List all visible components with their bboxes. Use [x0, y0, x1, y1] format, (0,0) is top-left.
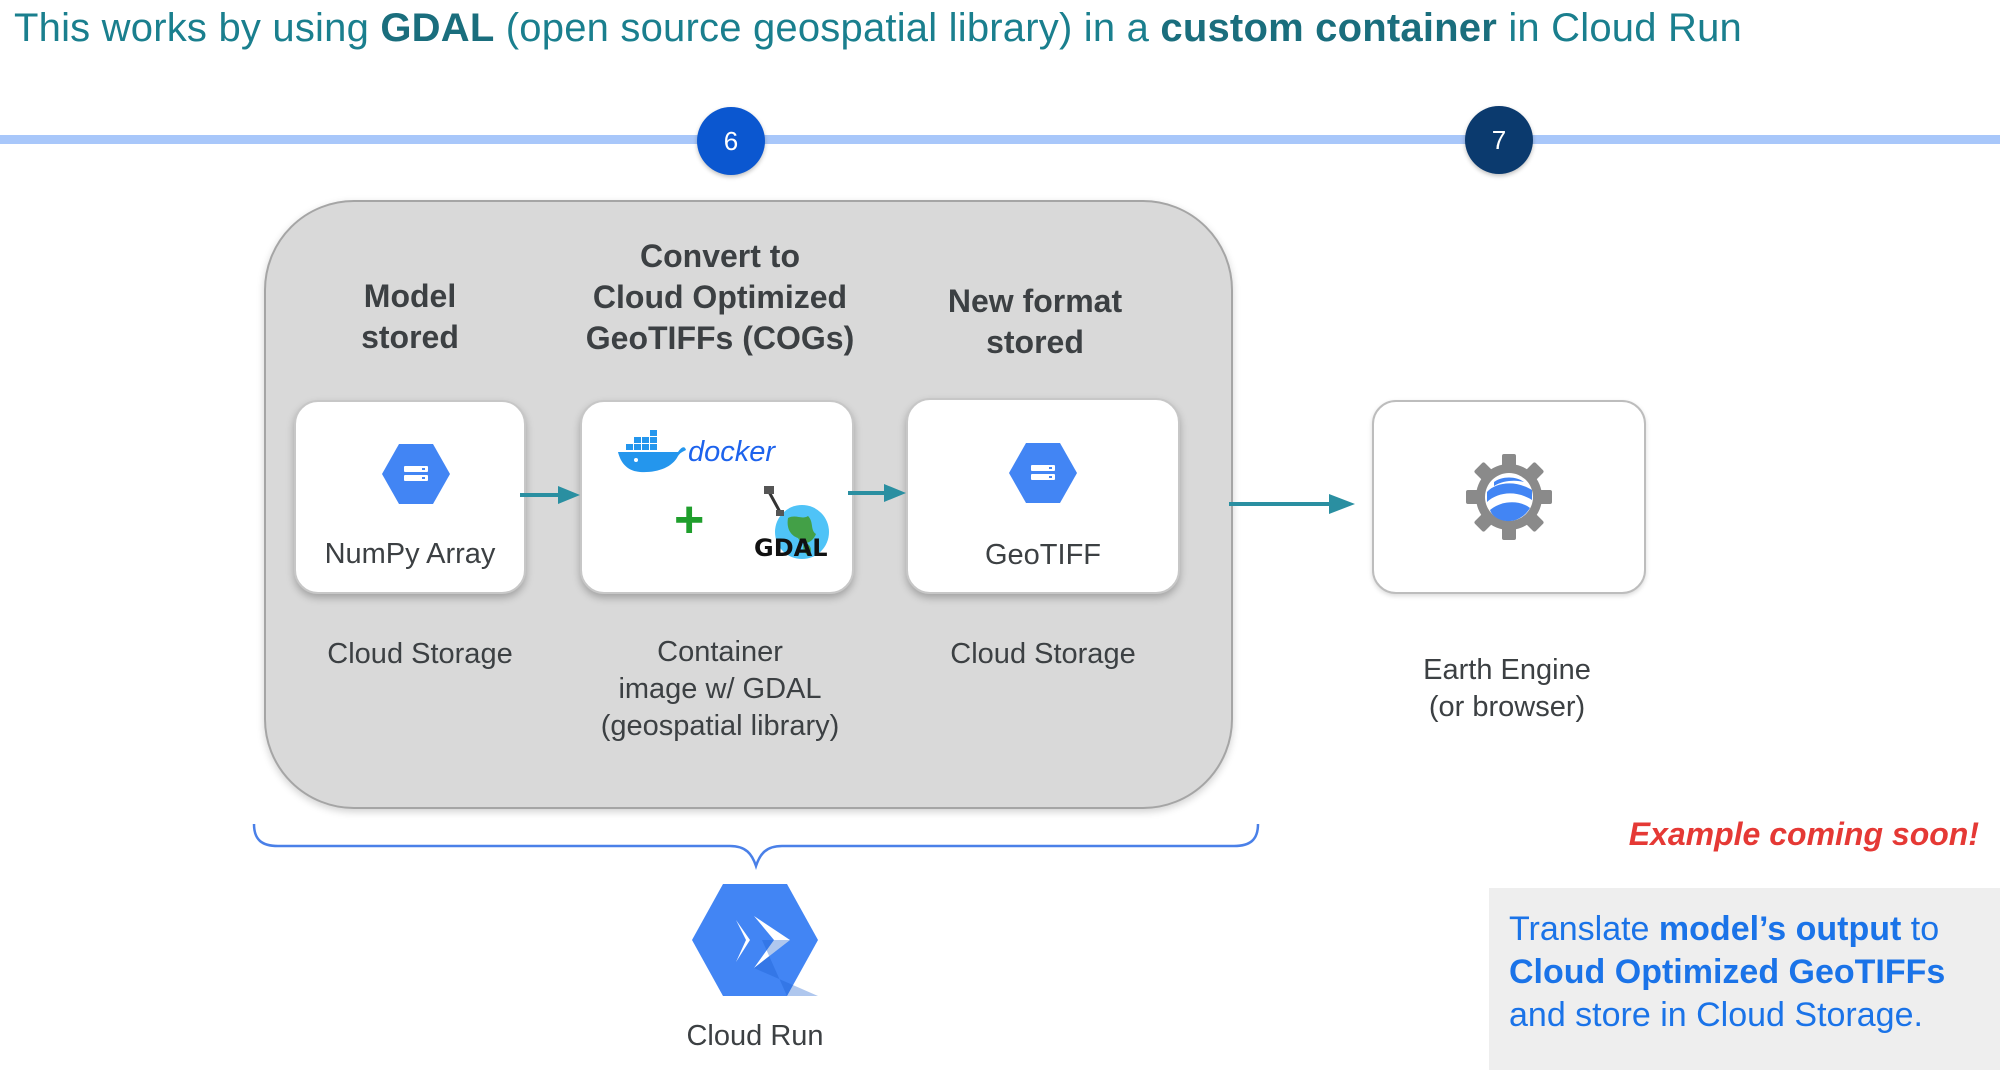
step-6-number: 6	[723, 125, 739, 156]
note-box	[1489, 888, 2000, 1070]
note-text-1: Translate	[1509, 910, 1659, 948]
group-brace	[252, 823, 1260, 870]
slide-title: This works by using GDAL (open source ge…	[14, 6, 1742, 51]
title-bold-gdal: GDAL	[380, 6, 495, 50]
cloud-storage-caption-2: Cloud Storage	[950, 638, 1136, 670]
step-7-badge: 7	[1465, 106, 1533, 174]
title-part-1: This works by using	[14, 6, 381, 50]
geotiff-label: GeoTIFF	[984, 539, 1101, 571]
step-7-number: 7	[1491, 124, 1507, 155]
cloud-run-label: Cloud Run	[686, 1020, 824, 1052]
new-format-heading: New format stored	[947, 283, 1123, 360]
cloud-storage-icon	[382, 444, 450, 504]
container-image-caption: Container image w/ GDAL (geospatial libr…	[600, 636, 840, 742]
numpy-array-label: NumPy Array	[324, 538, 496, 570]
example-coming-soon: Example coming soon!	[1628, 816, 1979, 852]
arrow-to-earth-engine	[1229, 494, 1355, 514]
cloud-run-icon	[692, 884, 818, 996]
note-text-2: to	[1901, 910, 1940, 948]
numpy-array-card: NumPy Array	[294, 400, 526, 594]
cloud-storage-caption-1: Cloud Storage	[327, 638, 513, 670]
earth-engine-card	[1372, 400, 1646, 594]
geotiff-card: GeoTIFF	[906, 398, 1180, 594]
arrow-numpy-to-docker	[520, 486, 580, 504]
cloud-storage-icon	[1009, 443, 1077, 503]
docker-gdal-card: docker + GDAL	[580, 400, 854, 594]
note-text: Translate model’s output to Cloud Optimi…	[1509, 908, 1945, 1037]
docker-whale-icon	[618, 430, 686, 473]
step-6-badge: 6	[697, 107, 765, 175]
arrow-docker-to-geotiff	[848, 484, 906, 502]
earth-engine-icon	[1466, 454, 1552, 540]
convert-cogs-heading: Convert to Cloud Optimized GeoTIFFs (COG…	[585, 238, 855, 356]
plus-icon: +	[674, 491, 705, 549]
timeline-bar	[0, 135, 2000, 144]
note-text-3: and store in Cloud Storage.	[1509, 996, 1923, 1034]
note-bold-1: model’s output	[1658, 910, 1902, 948]
docker-wordmark: docker	[688, 436, 776, 468]
gdal-globe-icon	[764, 486, 829, 559]
model-stored-heading: Model stored	[361, 278, 459, 355]
gdal-wordmark: GDAL	[754, 534, 828, 562]
title-part-2: (open source geospatial library) in a	[494, 6, 1161, 50]
title-part-3: in Cloud Run	[1497, 6, 1742, 50]
earth-engine-caption: Earth Engine (or browser)	[1423, 654, 1591, 723]
title-bold-container: custom container	[1160, 6, 1498, 50]
note-bold-2: Cloud Optimized GeoTIFFs	[1509, 953, 1946, 991]
